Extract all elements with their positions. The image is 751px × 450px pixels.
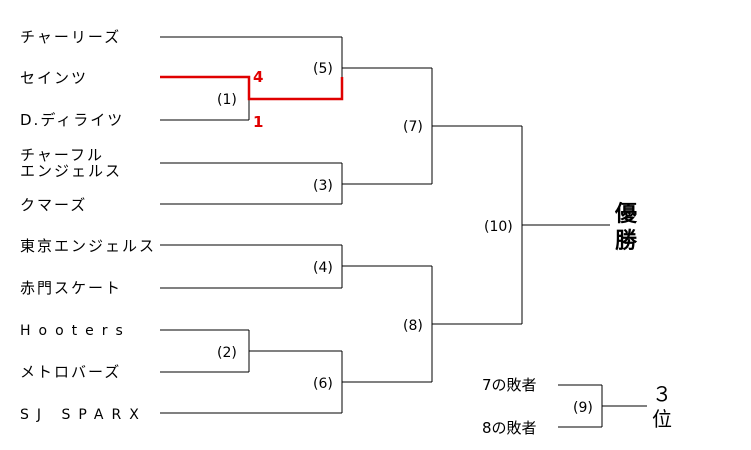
third-place-label-2: 位 <box>652 407 672 431</box>
bracket-lines <box>160 36 647 428</box>
team-names: チャーリーズ セインツ D.ディライツ チャーフル エンジェルス クマーズ 東京… <box>20 28 156 423</box>
match-label-6: (6) <box>313 376 333 392</box>
team-name: チャーフル <box>20 146 104 164</box>
match-label-1: (1) <box>217 92 237 108</box>
team-name: 赤門スケート <box>20 279 122 297</box>
match-label-9: (9) <box>573 400 593 416</box>
match-label-2: (2) <box>217 345 237 361</box>
match-label-8: (8) <box>403 318 423 334</box>
match-label-7: (7) <box>403 119 423 135</box>
team-name: クマーズ <box>20 196 87 214</box>
match-label-5: (5) <box>313 61 333 77</box>
team-name: エンジェルス <box>20 162 122 180</box>
team-name: セインツ <box>20 69 88 87</box>
match-labels: (1) (2) (3) (4) (5) (6) (7) (8) (9) (10) <box>217 61 593 416</box>
loser-8-label: 8の敗者 <box>482 419 537 437</box>
third-place-label-1: ３ <box>652 382 672 406</box>
match-label-3: (3) <box>313 178 333 194</box>
loser-7-label: 7の敗者 <box>482 376 537 394</box>
team-name: メトロバーズ <box>20 363 121 381</box>
match-label-4: (4) <box>313 260 333 276</box>
match-label-10: (10) <box>484 219 513 235</box>
score-top: 4 <box>253 68 263 86</box>
champion-label-1: 優 <box>614 202 638 227</box>
team-name: 東京エンジェルス <box>20 237 156 255</box>
team-name: SJ SPARX <box>20 407 147 423</box>
score-bottom: 1 <box>253 113 263 131</box>
team-name: Hooters <box>20 323 131 339</box>
team-name: D.ディライツ <box>20 111 124 129</box>
champion-label-2: 勝 <box>615 229 638 254</box>
winner-path <box>160 75 344 101</box>
team-name: チャーリーズ <box>20 28 121 46</box>
